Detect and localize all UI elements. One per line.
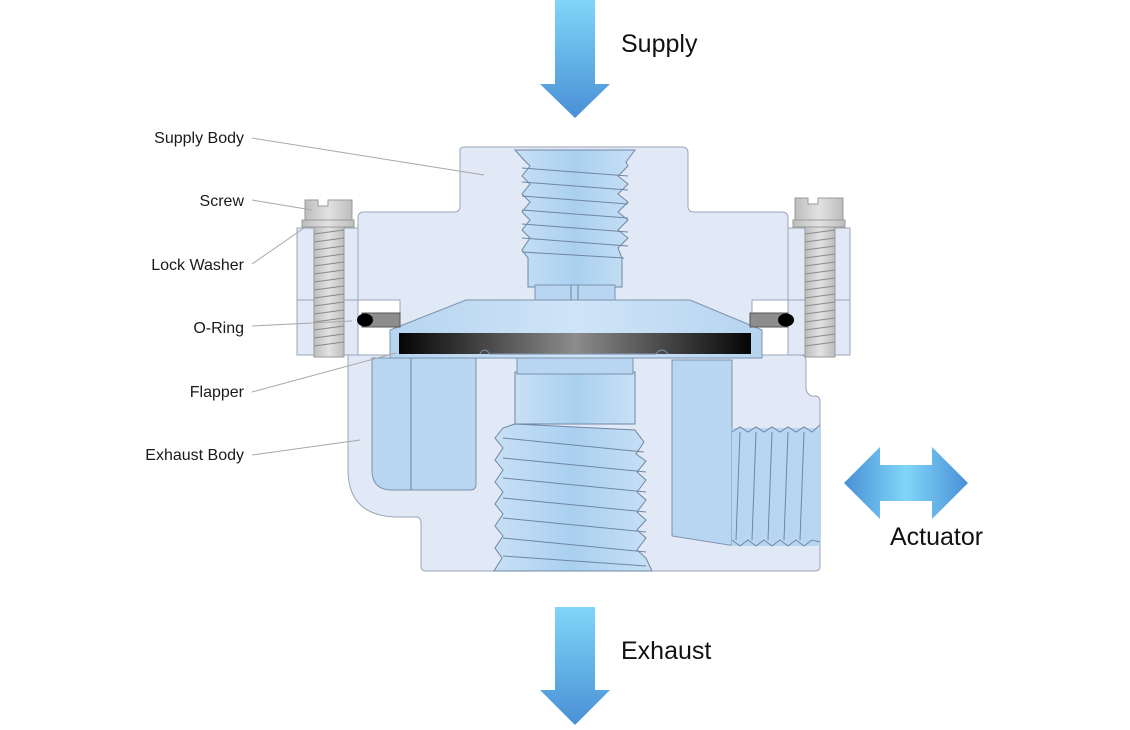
right-o-ring xyxy=(749,312,794,328)
actuator-label: Actuator xyxy=(890,523,983,551)
flapper xyxy=(389,299,763,359)
supply-label: Supply xyxy=(621,30,698,58)
label-screw: Screw xyxy=(200,193,245,210)
label-exhaust-body: Exhaust Body xyxy=(145,447,244,464)
exhaust-body xyxy=(347,354,821,572)
exhaust-label: Exhaust xyxy=(621,637,711,665)
left-screw xyxy=(301,199,355,358)
label-lock-washer: Lock Washer xyxy=(151,257,244,274)
label-supply-body: Supply Body xyxy=(154,130,244,147)
exhaust-arrow-icon xyxy=(540,607,610,725)
supply-body xyxy=(357,146,789,331)
label-o-ring: O-Ring xyxy=(193,320,244,337)
actuator-arrow-icon xyxy=(844,447,968,519)
right-screw xyxy=(792,197,846,358)
left-o-ring xyxy=(357,312,401,328)
label-flapper: Flapper xyxy=(190,384,245,401)
supply-arrow-icon xyxy=(540,0,610,118)
leader-lines xyxy=(251,137,485,456)
